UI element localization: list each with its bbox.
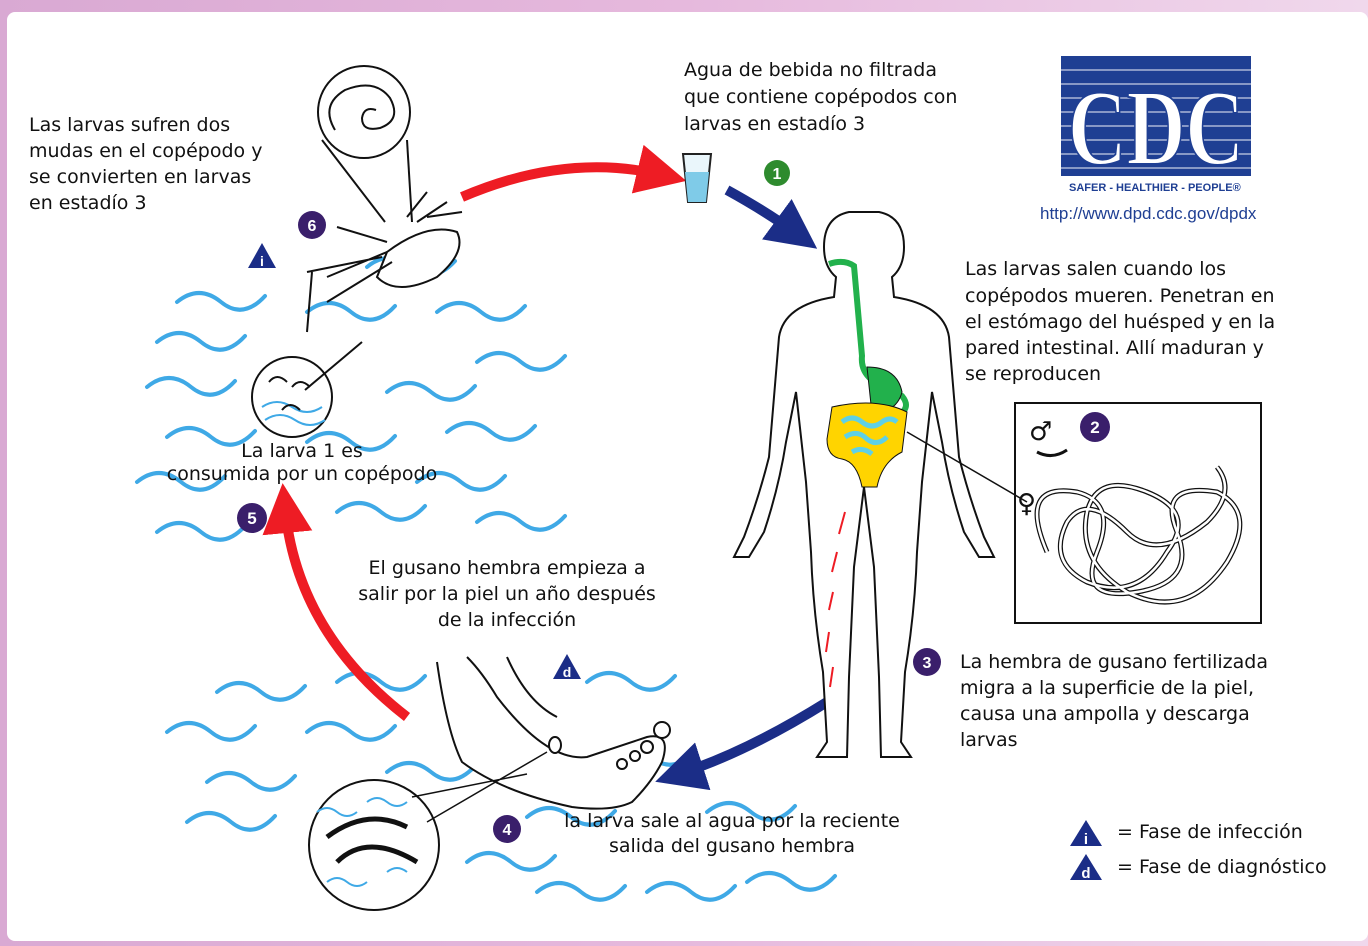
step-3-line: causa una ampolla y descarga [960, 702, 1250, 727]
step-2-line: pared intestinal. Allí maduran y [965, 336, 1264, 361]
step-2-badge: 2 [1080, 412, 1110, 442]
step-3-line: migra a la superficie de la piel, [960, 676, 1254, 701]
step-6-line: se convierten en larvas [29, 165, 251, 190]
female-symbol: ♀ [1017, 489, 1036, 519]
infection-phase-marker: i [248, 243, 276, 269]
legend-infection-icon: i [1070, 820, 1102, 848]
step-4-line: salida del gusano hembra [527, 834, 937, 859]
svg-text:5: 5 [247, 509, 256, 528]
legend-diagnosis-label: = Fase de diagnóstico [1117, 855, 1327, 880]
svg-text:CDC: CDC [1068, 69, 1244, 188]
step-3-line: La hembra de gusano fertilizada [960, 650, 1268, 675]
arrow-glass-to-human [727, 190, 797, 234]
svg-text:d: d [563, 664, 572, 680]
cdc-tagline: SAFER - HEALTHIER - PEOPLE® [1069, 182, 1241, 194]
female-emerges-line: de la infección [327, 608, 687, 633]
step-2-line: se reproducen [965, 362, 1101, 387]
female-emerges-line: El gusano hembra empieza a [327, 556, 687, 581]
step-6-line: mudas en el copépodo y [29, 139, 262, 164]
step-5-line: La larva 1 es [142, 439, 462, 464]
step-5-line: consumida por un copépodo [142, 462, 462, 487]
step-2-line: copépodos mueren. Penetran en [965, 284, 1275, 309]
male-symbol: ♂ [1029, 417, 1052, 447]
diagnosis-phase-marker: d [553, 654, 581, 680]
svg-text:3: 3 [923, 655, 932, 672]
step-1-badge: 1 [764, 160, 790, 186]
cdc-url[interactable]: http://www.dpd.cdc.gov/dpdx [1040, 204, 1256, 224]
arrow-copepod-to-water-glass [462, 167, 662, 197]
step-1-line: Agua de bebida no filtrada [684, 58, 937, 83]
svg-text:4: 4 [503, 822, 512, 839]
step-4-line: la larva sale al agua por la reciente [527, 809, 937, 834]
step-6-badge: 6 [298, 211, 326, 239]
step-1-line: larvas en estadío 3 [684, 112, 865, 137]
svg-text:d: d [1081, 865, 1090, 882]
svg-text:1: 1 [773, 166, 782, 183]
female-emerges-line: salir por la piel un año después [327, 582, 687, 607]
step-5-badge: 5 [237, 503, 267, 533]
step-4-badge: 4 [493, 815, 521, 843]
step-1-line: que contiene copépodos con [684, 85, 957, 110]
svg-text:i: i [1084, 831, 1088, 848]
step-6-line: en estadío 3 [29, 191, 147, 216]
step-6-line: Las larvas sufren dos [29, 113, 230, 138]
step-3-line: larvas [960, 728, 1018, 753]
diagram-canvas: 1 2 3 4 5 6 i d i d ♂ ♀ [7, 12, 1368, 941]
legend-diagnosis-icon: d [1070, 854, 1102, 882]
larva-water-magnifier [252, 342, 362, 437]
cdc-logo: CDC [1061, 56, 1251, 188]
arrow-human-to-foot [679, 702, 827, 774]
foot [437, 657, 670, 809]
svg-text:6: 6 [308, 218, 317, 235]
legend-infection-label: = Fase de infección [1117, 820, 1303, 845]
step-3-badge: 3 [913, 648, 941, 676]
step-2-line: Las larvas salen cuando los [965, 257, 1226, 282]
copepod-magnifier [318, 66, 412, 222]
svg-text:i: i [260, 253, 264, 269]
water-glass-icon [683, 154, 711, 202]
svg-text:2: 2 [1090, 418, 1099, 437]
step-2-line: el estómago del huésped y en la [965, 310, 1275, 335]
